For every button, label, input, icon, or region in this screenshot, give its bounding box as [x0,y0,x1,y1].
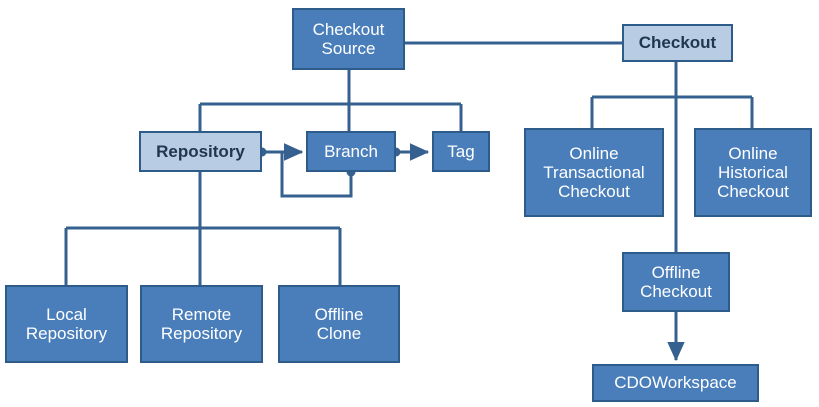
node-label-offline-checkout: Offline Checkout [640,262,712,301]
node-label-checkout-source: Checkout Source [312,19,385,58]
node-online-transactional-checkout[interactable]: Online Transactional Checkout [524,128,664,217]
node-checkout-source[interactable]: Checkout Source [292,8,405,70]
node-label-cdoworkspace: CDOWorkspace [614,373,737,393]
node-branch[interactable]: Branch [306,131,396,172]
node-offline-clone[interactable]: Offline Clone [278,285,400,363]
node-label-branch: Branch [324,141,378,161]
node-label-remote-repository: Remote Repository [160,304,243,343]
edge-branch-self-loop [280,143,353,198]
node-online-historical-checkout[interactable]: Online Historical Checkout [694,128,812,217]
node-label-online-transactional-checkout: Online Transactional Checkout [543,143,645,202]
node-cdoworkspace[interactable]: CDOWorkspace [592,364,759,402]
node-local-repository[interactable]: Local Repository [5,285,128,363]
node-label-repository: Repository [156,141,245,161]
node-label-checkout: Checkout [638,33,717,53]
node-label-local-repository: Local Repository [25,304,108,343]
node-tag[interactable]: Tag [432,131,490,172]
node-label-tag: Tag [447,141,475,161]
node-label-online-historical-checkout: Online Historical Checkout [717,143,789,202]
node-offline-checkout[interactable]: Offline Checkout [622,252,730,312]
node-checkout[interactable]: Checkout [622,24,733,62]
node-remote-repository[interactable]: Remote Repository [140,285,263,363]
node-label-offline-clone: Offline Clone [314,304,364,343]
node-repository[interactable]: Repository [139,131,262,172]
